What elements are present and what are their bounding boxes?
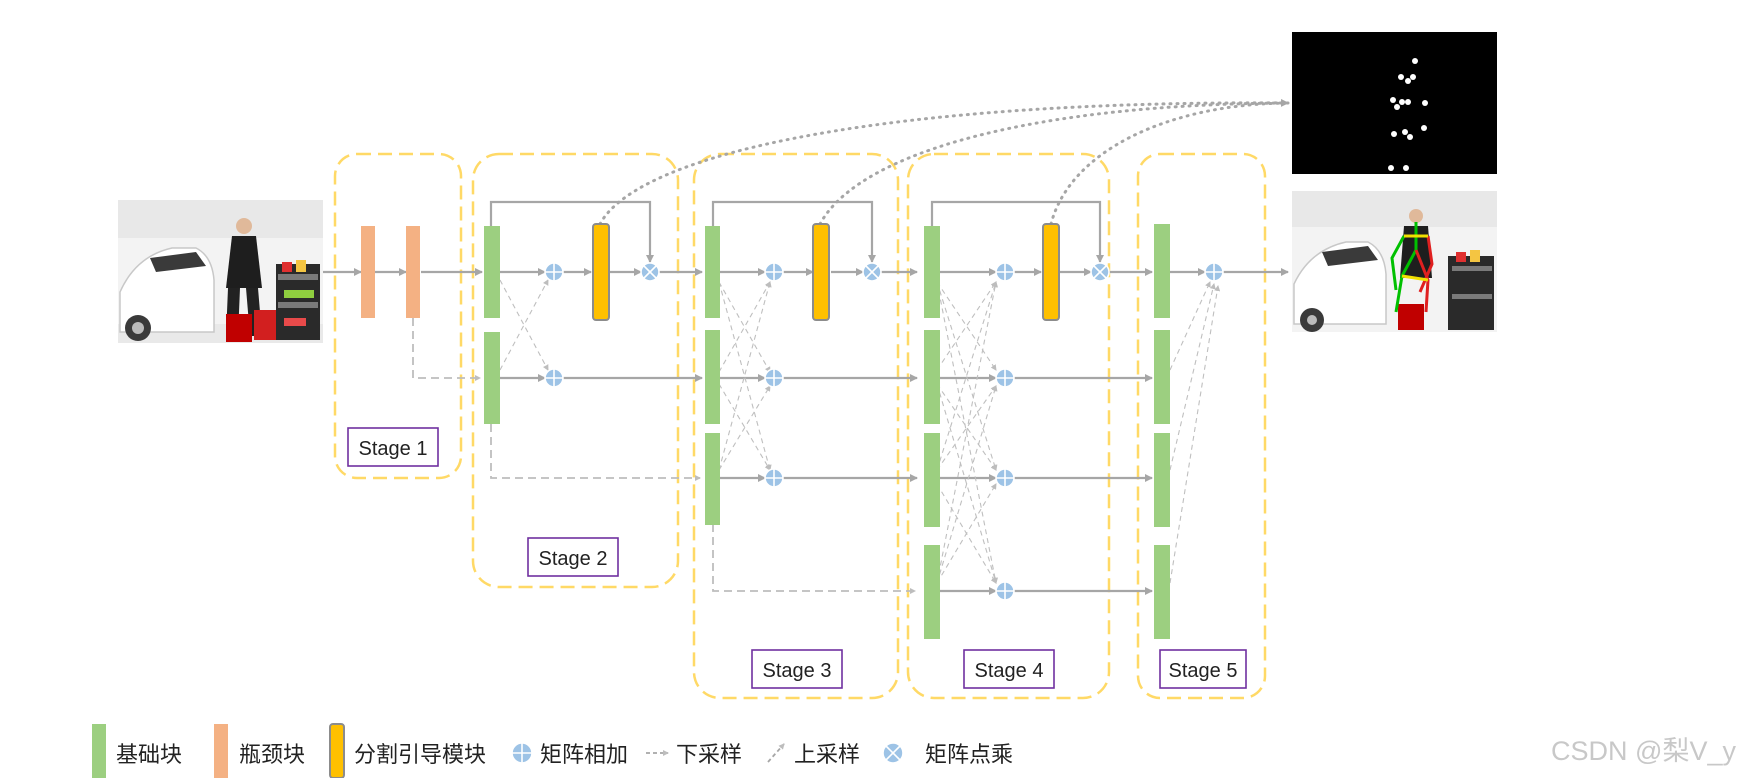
basic-block [1154, 545, 1170, 639]
stage-2-label-box [527, 537, 619, 577]
legend-add-label: 矩阵相加 [540, 742, 628, 767]
legend-bottleneck-label: 瓶颈块 [239, 742, 305, 767]
skip-connection [711, 200, 876, 263]
stage-5-label: Stage 5 [1169, 660, 1238, 682]
stage-3-frame [692, 152, 900, 700]
basic-block [484, 226, 500, 318]
matrix-multiply-icon [1090, 262, 1110, 282]
cross-line [499, 279, 549, 371]
legend-basic-label: 基础块 [116, 742, 182, 767]
seg-guide-module [592, 223, 610, 321]
stage-1-label: Stage 1 [359, 438, 428, 460]
legend-upsample-icon [767, 743, 785, 763]
matrix-multiply-icon [862, 262, 882, 282]
basic-block [705, 226, 720, 318]
basic-block [1154, 224, 1170, 318]
downsample-line [412, 318, 481, 381]
stage-5-label-box [1159, 649, 1247, 689]
basic-block [1154, 330, 1170, 424]
legend-basic-swatch [92, 724, 106, 778]
legend-add-icon [511, 742, 533, 764]
output-heatmap [1292, 32, 1497, 174]
stage-3-label: Stage 3 [763, 660, 832, 682]
legend: 基础块 瓶颈块 分割引导模块 矩阵相加 下采样 上采样 矩阵点乘 [92, 723, 1013, 778]
seg-guide-module [1042, 223, 1060, 321]
cross-line [718, 281, 771, 373]
matrix-add-icon [764, 368, 784, 388]
matrix-add-icon [1204, 262, 1224, 282]
cross-line [936, 483, 997, 584]
basic-block [705, 433, 720, 525]
output-pose-image [1292, 191, 1497, 332]
matrix-add-icon [764, 262, 784, 282]
stage-1-label-box [347, 427, 439, 467]
seg-guide-module [812, 223, 830, 321]
cross-line [1169, 283, 1216, 471]
cross-line [718, 385, 771, 471]
cross-line [718, 281, 772, 471]
stage-1-frame [333, 152, 463, 480]
basic-block [924, 226, 940, 318]
stage-4-label: Stage 4 [975, 660, 1044, 682]
cross-line [499, 279, 549, 371]
seg-output-curve-stage-3 [818, 101, 1290, 226]
stage-4-label-box [963, 649, 1055, 689]
stage-3-label-box [751, 649, 843, 689]
basic-block [924, 433, 940, 527]
matrix-multiply-icon [640, 262, 660, 282]
legend-seg-swatch [329, 723, 345, 778]
seg-output-curve-stage-4 [1049, 101, 1290, 226]
matrix-add-icon [995, 581, 1015, 601]
legend-multiply-label: 矩阵点乘 [925, 742, 1013, 767]
cross-line [936, 385, 997, 471]
skip-connection [489, 200, 654, 263]
basic-block [924, 545, 940, 639]
matrix-add-icon [764, 468, 784, 488]
stage-5-frame [1136, 152, 1267, 700]
downsample-line [490, 424, 701, 481]
basic-block [1154, 433, 1170, 527]
cross-line [936, 385, 998, 584]
basic-block [484, 332, 500, 424]
legend-multiply-icon [882, 742, 904, 764]
cross-line [936, 281, 998, 471]
matrix-add-icon [544, 368, 564, 388]
matrix-add-icon [995, 468, 1015, 488]
stage-4-frame [906, 152, 1111, 700]
legend-bottleneck-swatch [214, 724, 228, 778]
cross-line [936, 383, 997, 471]
skip-connection [930, 200, 1104, 263]
legend-downsample-label: 下采样 [676, 742, 742, 767]
legend-upsample-label: 上采样 [794, 742, 860, 767]
cross-line [718, 281, 772, 471]
stage-2-frame [471, 152, 680, 589]
downsample-line [712, 524, 916, 594]
basic-block [705, 330, 720, 424]
stage-2-label: Stage 2 [539, 548, 608, 570]
watermark: CSDN @梨V_y [1551, 736, 1736, 766]
seg-output-curve-stage-2 [598, 98, 1290, 226]
input-image [118, 200, 323, 343]
matrix-add-icon [544, 262, 564, 282]
legend-seg-label: 分割引导模块 [354, 742, 486, 767]
cross-line [1169, 281, 1211, 371]
matrix-add-icon [995, 262, 1015, 282]
basic-block [924, 330, 940, 424]
cross-line [936, 281, 998, 584]
bottleneck-block [406, 226, 420, 318]
cross-line [1169, 285, 1221, 584]
bottleneck-block [361, 226, 375, 318]
matrix-add-icon [995, 368, 1015, 388]
cross-line [936, 281, 998, 471]
cross-line [718, 281, 771, 373]
